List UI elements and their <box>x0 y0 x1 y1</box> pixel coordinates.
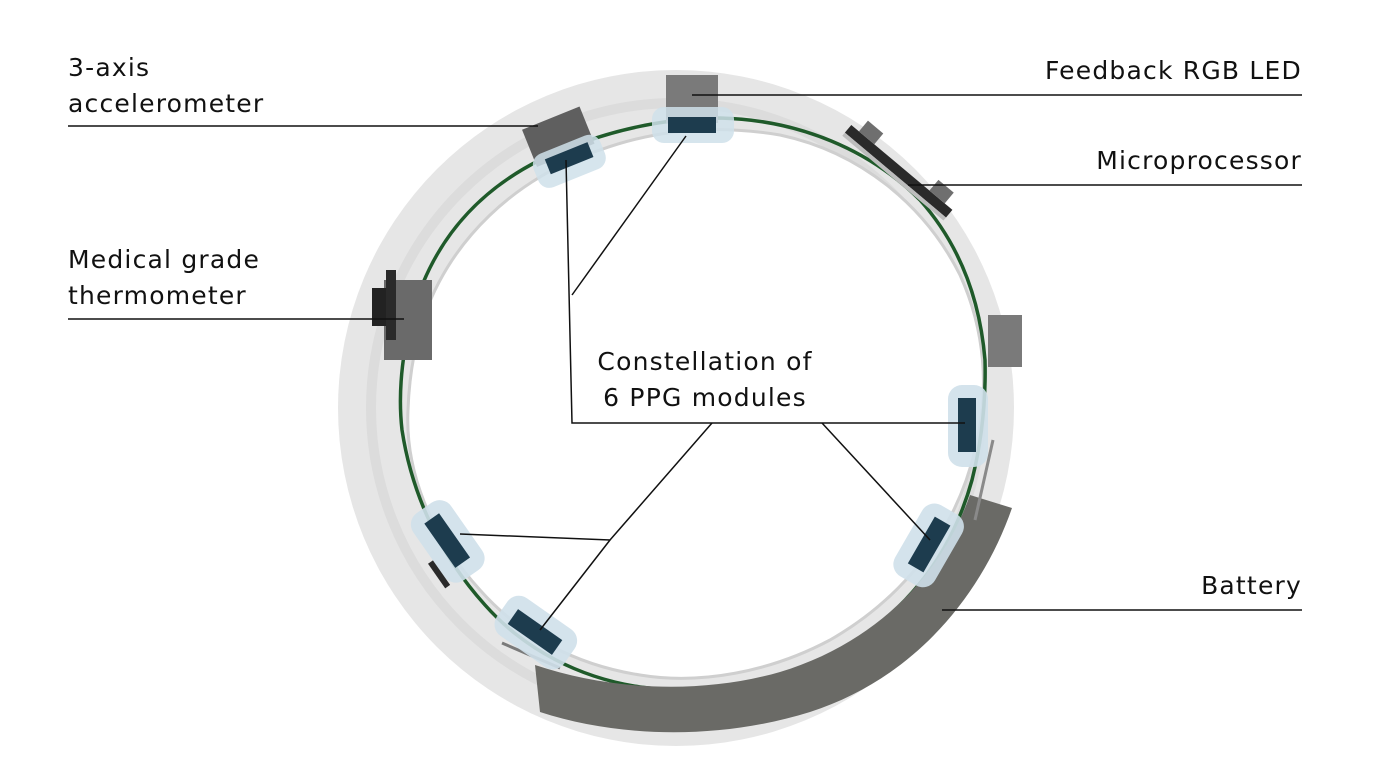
led-label: Feedback RGB LED <box>1044 56 1302 85</box>
accelerometer-component <box>522 106 606 188</box>
leader-ppg-left-bracket <box>565 159 965 424</box>
battery-label: Battery <box>1201 571 1302 600</box>
accelerometer-label: 3-axis accelerometer <box>68 53 265 118</box>
thermometer-label: Medical grade thermometer <box>68 245 261 310</box>
ppg-module-right-lower <box>893 503 964 588</box>
thermometer-pins <box>386 270 396 340</box>
side-component <box>988 315 1022 367</box>
ppg-sensor-top <box>668 117 716 133</box>
ppg-label: Constellation of 6 PPG modules <box>597 347 813 412</box>
ppg-module-bottom-left <box>494 595 578 670</box>
ppg-sensor-right-upper <box>958 398 976 452</box>
leader-ppg-right-lower <box>821 422 931 541</box>
thermometer-chip <box>372 288 386 326</box>
leader-ppg-bottom <box>539 539 611 631</box>
battery <box>535 495 1012 733</box>
leader-lines <box>68 94 1302 631</box>
ppg-module-left <box>410 500 485 589</box>
leader-ppg-top <box>571 135 687 296</box>
microprocessor-label: Microprocessor <box>1096 146 1302 175</box>
battery-edge-strip <box>973 439 995 521</box>
